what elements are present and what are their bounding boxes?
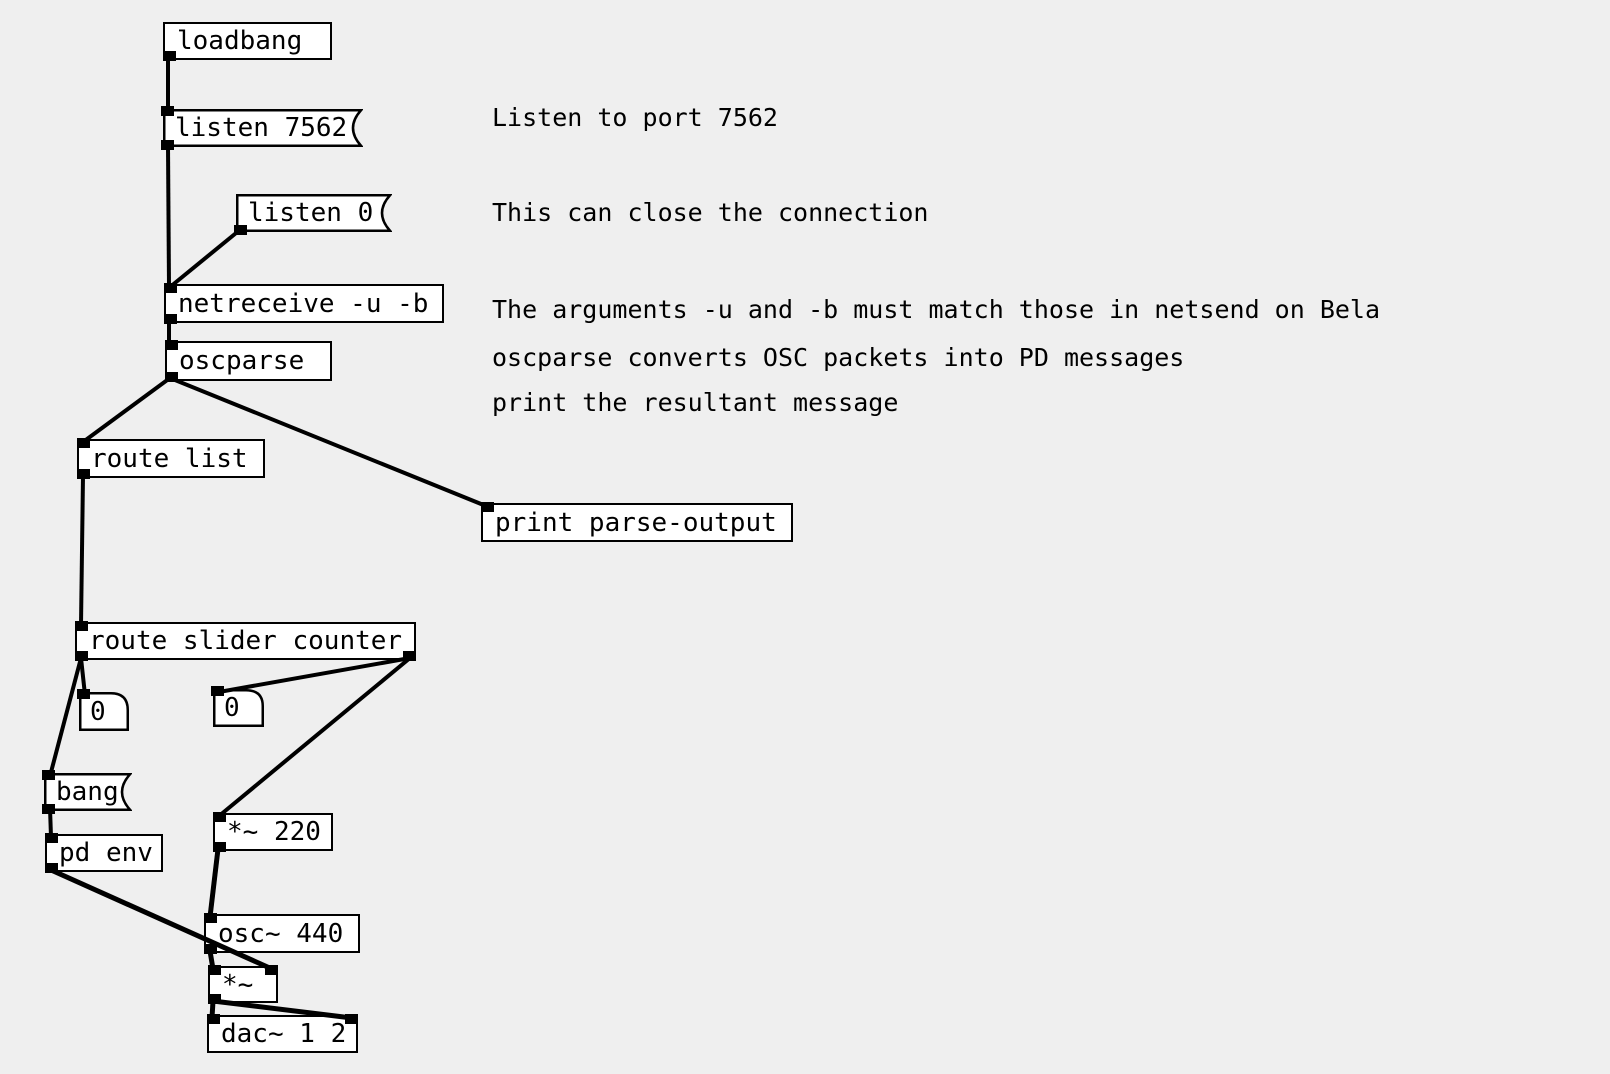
object-text: *~ <box>222 969 254 1000</box>
patch-cord-osc440-to-mul[interactable] <box>207 950 216 970</box>
outlet-nub[interactable] <box>213 842 226 852</box>
patch-cord-route-to-number-counter[interactable] <box>218 656 411 694</box>
message-box-shape <box>236 194 392 232</box>
patch-cord-listen-to-netreceive[interactable] <box>166 145 171 288</box>
inlet-nub[interactable] <box>77 438 90 448</box>
object-box-route-list[interactable]: route list <box>77 438 265 479</box>
object-box-dac-tilde[interactable]: dac~ 1 2 <box>207 1014 358 1053</box>
inlet-nub[interactable] <box>207 1014 220 1024</box>
patch-cord-route-to-number-slider[interactable] <box>79 657 87 696</box>
object-text: route list <box>91 443 248 474</box>
object-text: route slider counter <box>89 626 403 656</box>
number-box-shape <box>79 692 129 731</box>
number-box-shape <box>213 689 264 727</box>
inlet-nub[interactable] <box>164 283 177 293</box>
outlet-nub[interactable] <box>163 51 176 61</box>
object-text: pd env <box>59 838 153 868</box>
inlet-nub[interactable] <box>45 833 58 843</box>
object-box-print-parse-output[interactable]: print parse-output <box>481 502 793 542</box>
outlet-nub[interactable] <box>403 651 416 661</box>
object-box-pd-env-subpatch[interactable]: pd env <box>45 833 163 873</box>
inlet-nub[interactable] <box>208 965 221 975</box>
patch-cord-route-to-bang[interactable] <box>48 657 83 777</box>
object-box-oscparse[interactable]: oscparse <box>165 340 332 382</box>
inlet-nub[interactable] <box>481 502 494 512</box>
object-text: *~ 220 <box>227 817 321 847</box>
outlet-nub[interactable] <box>204 944 217 954</box>
number-value: 0 <box>224 693 240 723</box>
patch-cord-listen0-to-netreceive[interactable] <box>168 227 243 289</box>
patch-cord-route-to-mul220[interactable] <box>217 656 412 818</box>
number-box-counter[interactable]: 0 <box>211 686 264 727</box>
object-box-loadbang[interactable]: loadbang <box>163 22 332 61</box>
comment-listen-port[interactable]: Listen to port 7562 <box>492 103 778 132</box>
comment-print-info[interactable]: print the resultant message <box>492 388 899 417</box>
outlet-nub[interactable] <box>75 651 88 661</box>
message-box-shape <box>44 773 132 811</box>
number-value: 0 <box>90 696 106 727</box>
outlet-nub[interactable] <box>77 469 90 479</box>
message-box-shape <box>163 109 363 147</box>
patch-cord-mul-to-dac-left[interactable] <box>209 1000 216 1019</box>
message-text: bang <box>56 777 119 807</box>
object-box-osc-tilde-440[interactable]: osc~ 440 <box>204 913 360 954</box>
comment-netsend-arguments[interactable]: The arguments -u and -b must match those… <box>492 295 1381 324</box>
object-box-mul-tilde-220[interactable]: *~ 220 <box>213 812 333 852</box>
object-box-route-slider-counter[interactable]: route slider counter <box>75 621 416 661</box>
object-text: print parse-output <box>495 507 777 538</box>
patch-cord-mul-to-dac-right[interactable] <box>212 998 353 1021</box>
inlet-nub[interactable] <box>204 913 217 923</box>
object-text: osc~ 440 <box>218 918 344 949</box>
object-text: netreceive -u -b <box>178 288 429 319</box>
inlet-nub[interactable] <box>165 340 178 350</box>
message-text: listen 7562 <box>175 113 348 143</box>
patch-cord-pdenv-to-mul[interactable] <box>49 867 274 972</box>
number-box-slider[interactable]: 0 <box>77 689 129 731</box>
patch-cord-mul220-to-osc440[interactable] <box>207 848 221 918</box>
patch-cord-routelist-to-routeslidercounter[interactable] <box>79 475 85 626</box>
message-box-listen-7562[interactable]: listen 7562 <box>161 106 363 150</box>
message-text: listen 0 <box>248 198 374 228</box>
message-box-bang[interactable]: bang <box>42 770 132 814</box>
inlet-nub[interactable] <box>211 686 224 696</box>
object-box-netreceive[interactable]: netreceive -u -b <box>164 283 444 324</box>
comment-oscparse-info[interactable]: oscparse converts OSC packets into PD me… <box>492 343 1185 372</box>
outlet-nub[interactable] <box>45 863 58 873</box>
object-text: oscparse <box>179 346 305 376</box>
outlet-nub[interactable] <box>161 140 174 150</box>
object-text: loadbang <box>177 26 303 56</box>
patch-cord-bang-to-pdenv[interactable] <box>48 807 53 838</box>
patch-cord-oscparse-to-routelist[interactable] <box>81 376 172 444</box>
message-box-listen-0[interactable]: listen 0 <box>234 194 392 235</box>
patch-cord-oscparse-to-print[interactable] <box>169 376 487 508</box>
inlet-nub[interactable] <box>75 621 88 631</box>
comment-close-connection[interactable]: This can close the connection <box>492 198 929 227</box>
inlet-nub[interactable] <box>213 812 226 822</box>
object-text: dac~ 1 2 <box>221 1019 347 1049</box>
outlet-nub[interactable] <box>164 314 177 324</box>
